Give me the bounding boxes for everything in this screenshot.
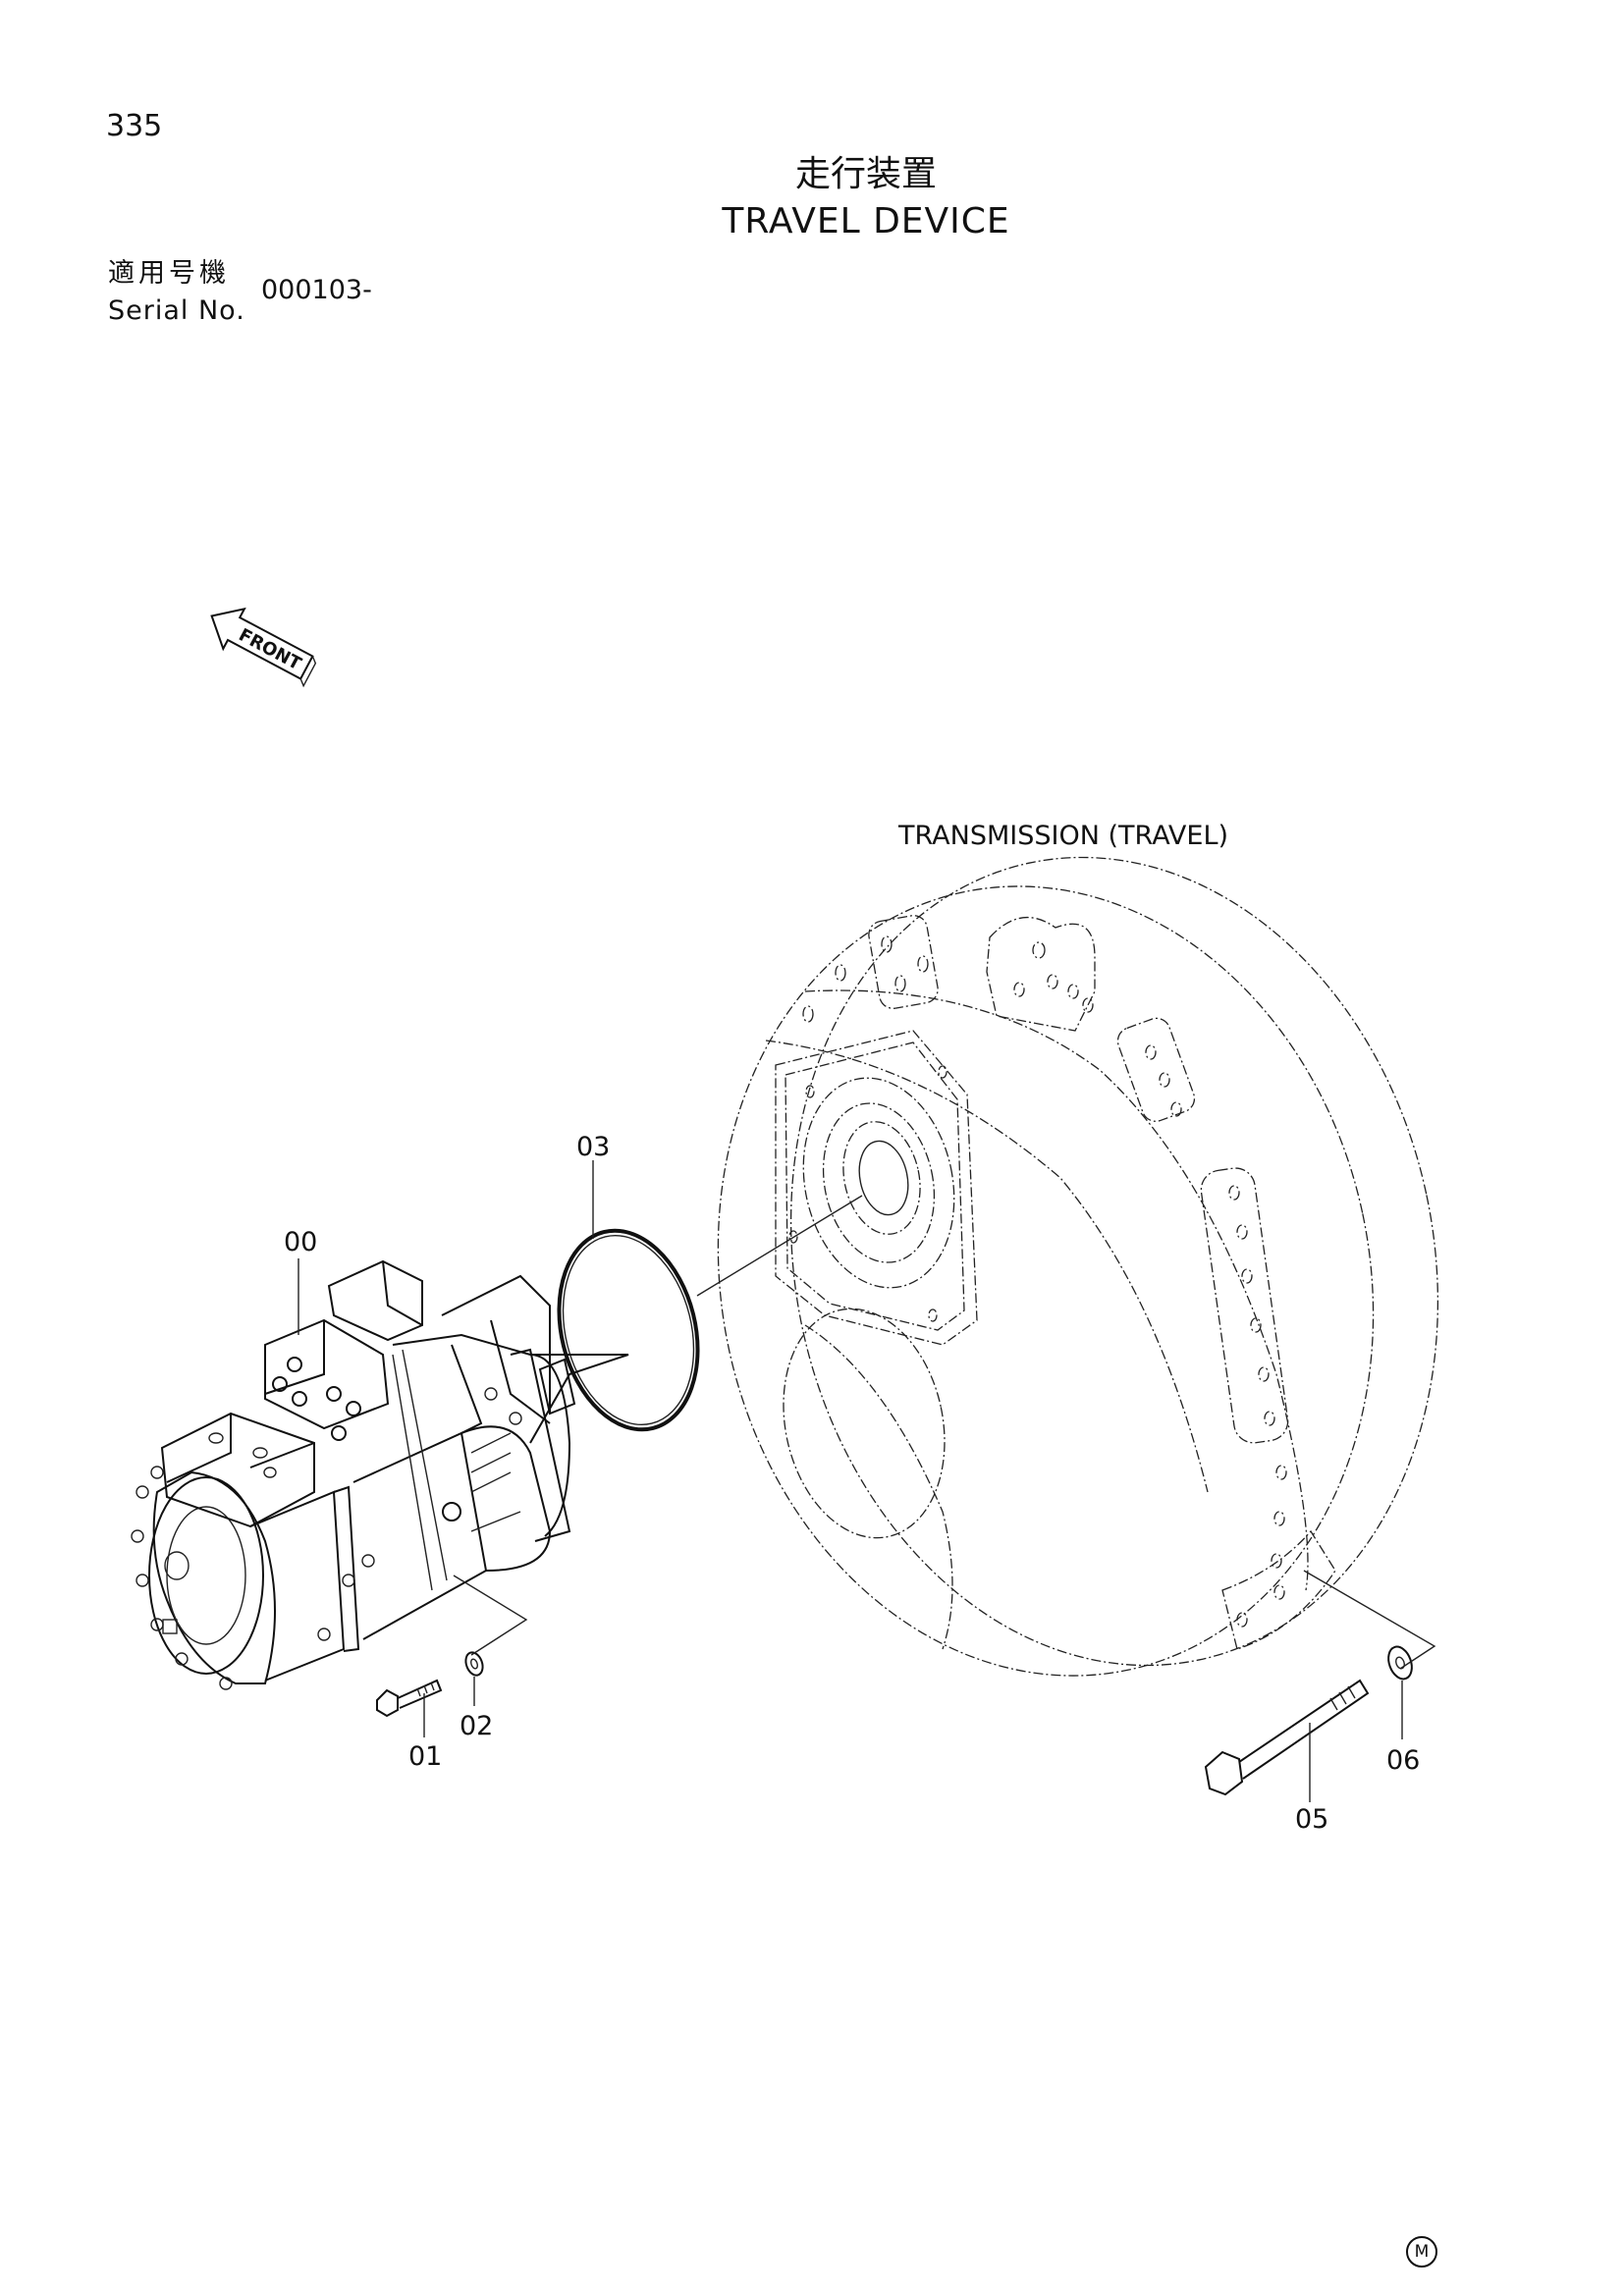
callout-leaders: [298, 1160, 1436, 1802]
serial-label: Serial No.: [108, 295, 245, 326]
transmission-label: TRANSMISSION (TRAVEL): [898, 821, 1229, 851]
long-washer-part: [1387, 1645, 1413, 1681]
o-ring-part: [557, 1228, 700, 1432]
serial-label-japanese: 適用号機: [108, 258, 230, 289]
serial-number-value: 000103-: [261, 275, 372, 305]
callout-06: 06: [1386, 1745, 1421, 1776]
page-number: 335: [106, 109, 163, 143]
washer-part: [464, 1651, 484, 1677]
long-bolt-part: [1204, 1679, 1370, 1796]
callout-01: 01: [408, 1741, 443, 1772]
bolt-part: [376, 1679, 443, 1718]
front-arrow-icon: FRONT: [210, 607, 317, 688]
page-title-japanese: 走行装置: [794, 154, 937, 194]
manufacturer-mark: M: [1406, 2236, 1437, 2268]
callout-02: 02: [460, 1711, 494, 1741]
page-title: TRAVEL DEVICE: [722, 201, 1010, 241]
callout-00: 00: [284, 1227, 318, 1257]
transmission-housing: [717, 856, 1439, 1677]
travel-motor-part: [131, 1259, 629, 1690]
callout-05: 05: [1295, 1804, 1329, 1835]
housing-bolt-holes: [788, 935, 1287, 1628]
callout-03: 03: [576, 1132, 611, 1162]
